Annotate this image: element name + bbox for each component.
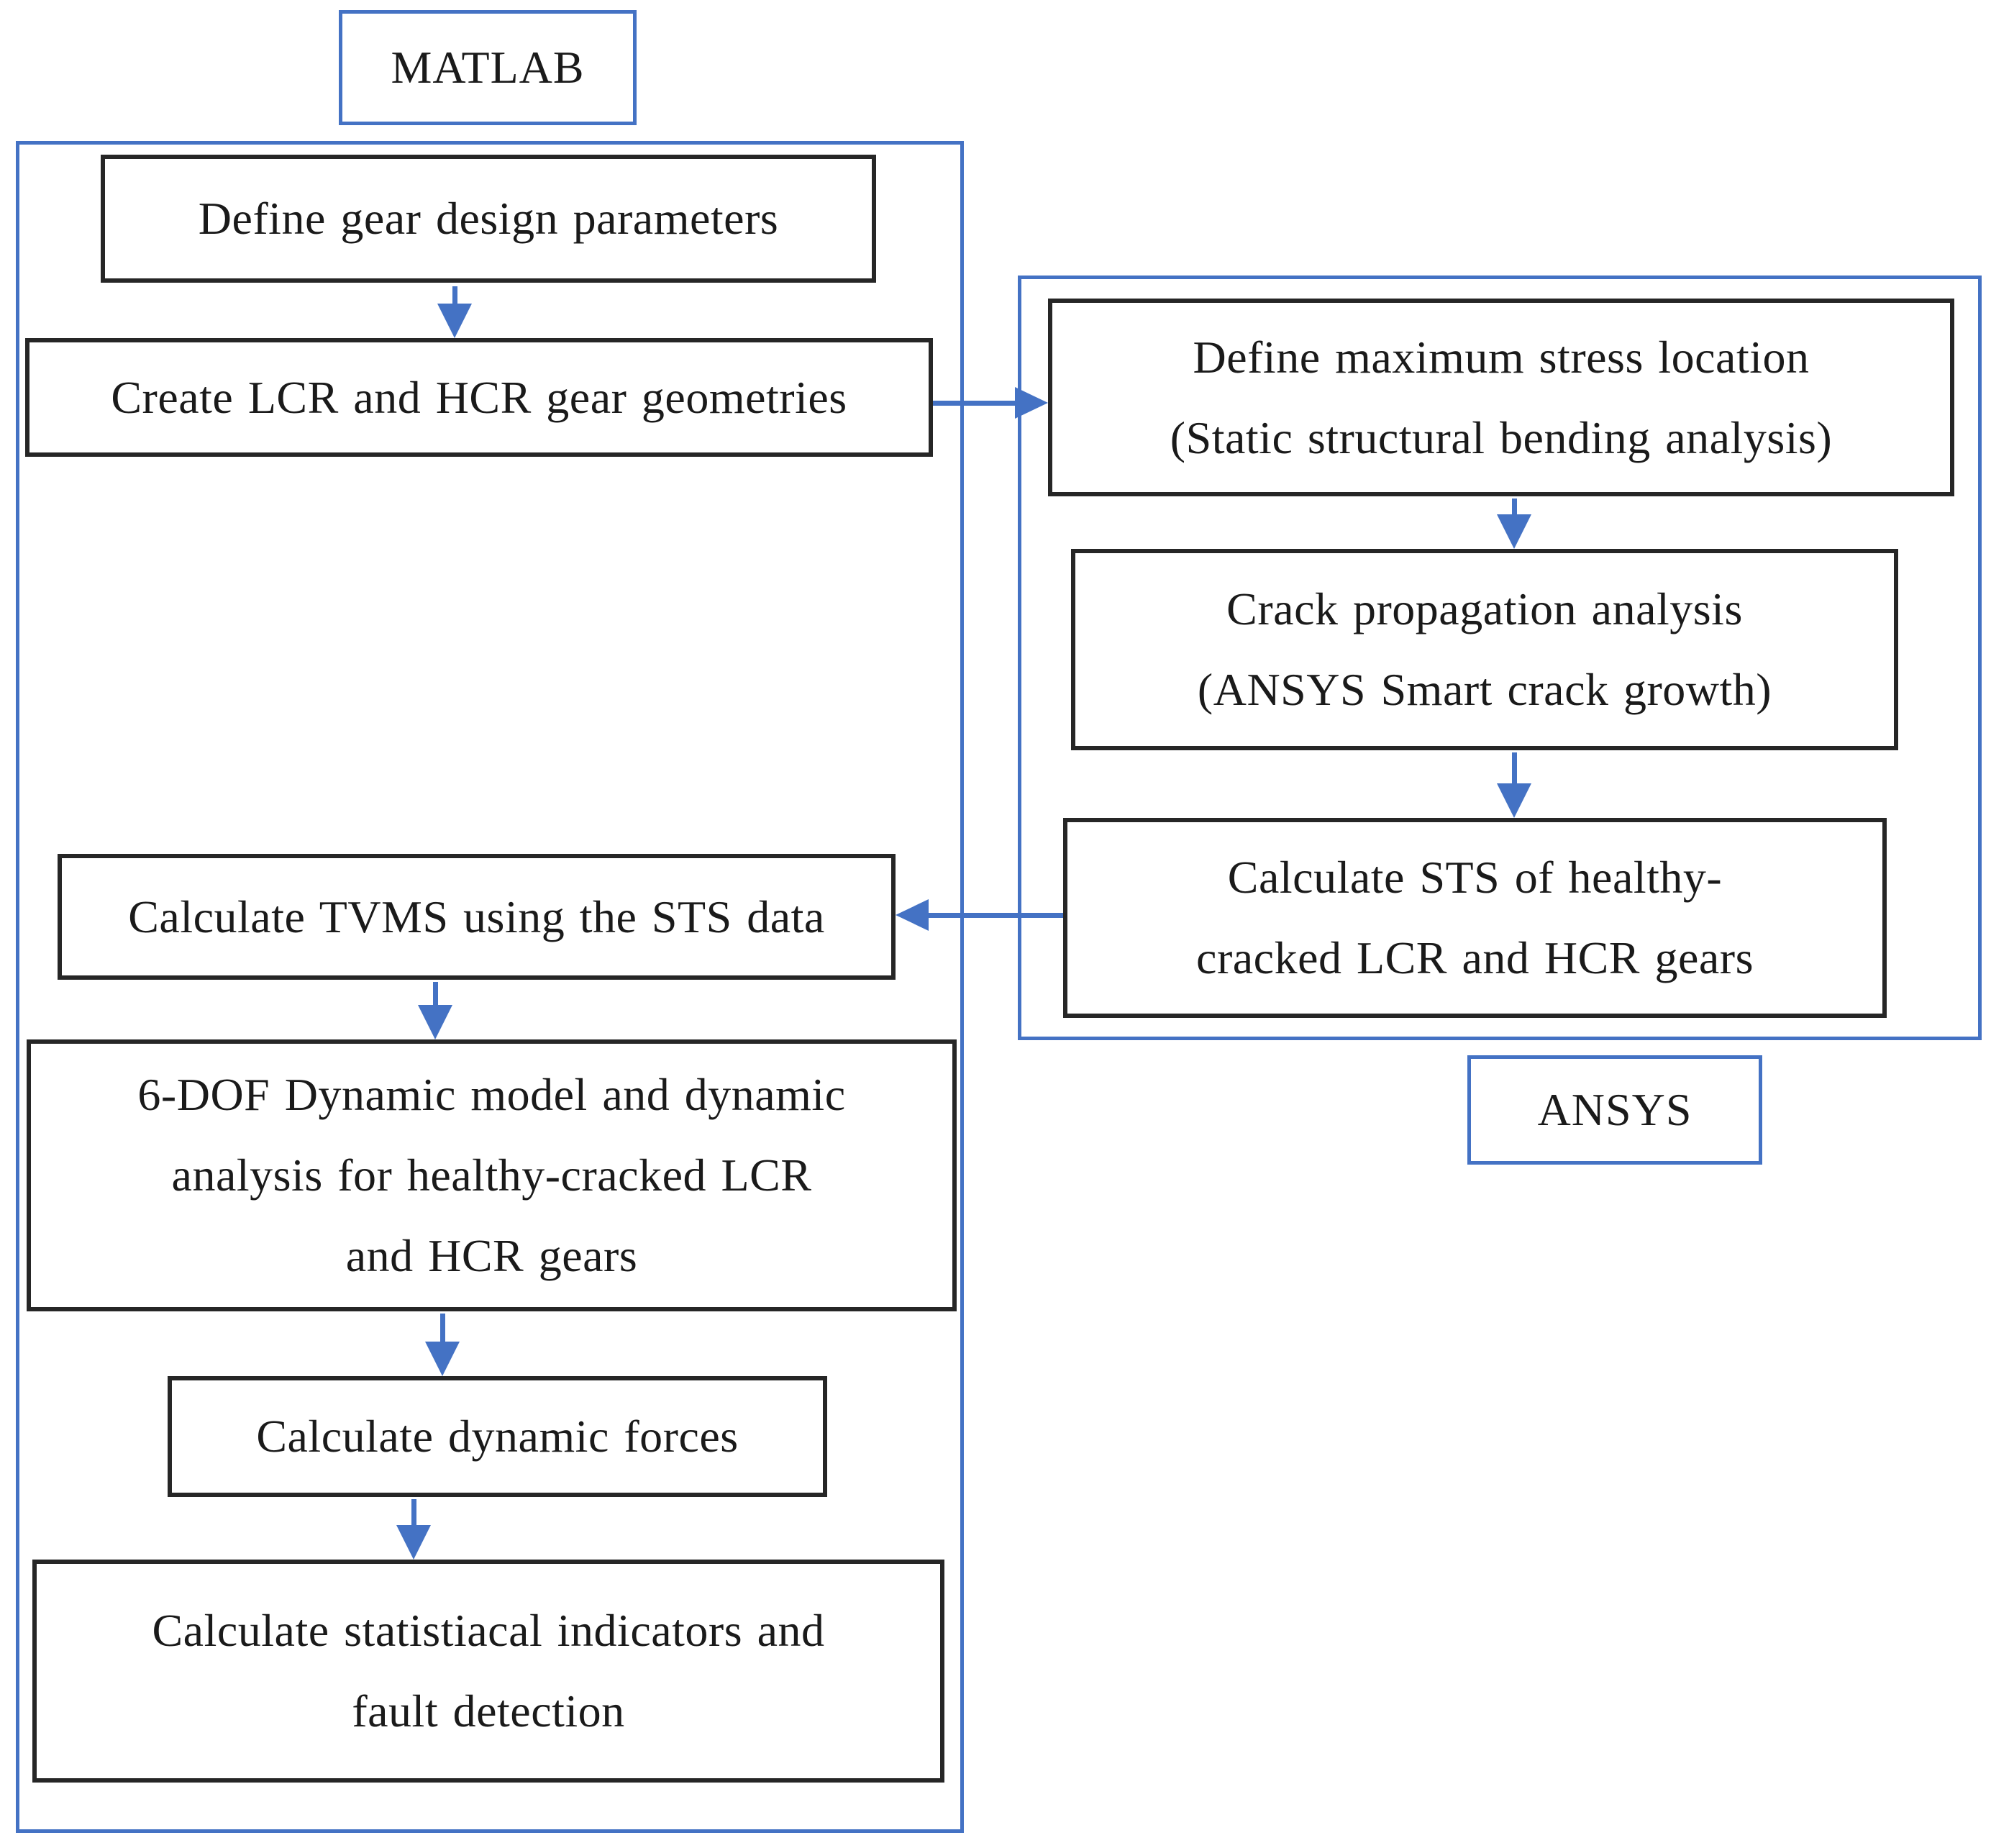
step-calculate-tvms-sts-data: Calculate TVMS using the STS data xyxy=(58,854,896,980)
step-create-lcr-hcr-gear-geometries: Create LCR and HCR gear geometries xyxy=(25,338,933,457)
arrow-shaft xyxy=(411,1499,416,1528)
matlab-region-container xyxy=(16,141,964,1833)
arrow-shaft xyxy=(432,982,438,1008)
arrow-geometries-to-stress-location xyxy=(933,387,1048,419)
arrow-shaft xyxy=(439,1314,445,1344)
arrow-tvms-to-6dof-model xyxy=(418,982,452,1039)
arrow-sts-to-tvms xyxy=(896,899,1063,931)
arrow-stress-location-to-crack-propagation xyxy=(1497,499,1531,549)
arrow-shaft xyxy=(926,912,1063,918)
step-6dof-dynamic-model-analysis: 6-DOF Dynamic model and dynamic analysis… xyxy=(27,1039,957,1311)
arrow-crack-propagation-to-calculate-sts xyxy=(1497,752,1531,818)
arrow-down-icon xyxy=(425,1342,460,1376)
step-crack-propagation-analysis: Crack propagation analysis (ANSYS Smart … xyxy=(1071,549,1898,750)
arrow-shaft xyxy=(1511,752,1517,786)
ansys-region-container xyxy=(1018,276,1982,1040)
ansys-region-label: ANSYS xyxy=(1537,1084,1692,1135)
arrow-6dof-model-to-dynamic-forces xyxy=(425,1314,460,1376)
arrow-shaft xyxy=(452,286,457,306)
step-calculate-sts-healthy-cracked-gears: Calculate STS of healthy- cracked LCR an… xyxy=(1063,818,1887,1018)
matlab-region-label: MATLAB xyxy=(391,42,585,93)
step-calculate-dynamic-forces: Calculate dynamic forces xyxy=(168,1376,827,1497)
arrow-left-icon xyxy=(896,899,929,931)
matlab-region-label-box: MATLAB xyxy=(339,10,637,125)
arrow-shaft xyxy=(933,400,1018,406)
arrow-define-params-to-create-geometries xyxy=(437,286,472,338)
arrow-down-icon xyxy=(396,1525,431,1560)
arrow-down-icon xyxy=(437,304,472,338)
arrow-down-icon xyxy=(1497,514,1531,549)
step-calculate-statistical-indicators-fault-detection: Calculate statistiacal indicators and fa… xyxy=(32,1560,944,1783)
step-define-gear-design-parameters: Define gear design parameters xyxy=(101,155,876,283)
step-define-maximum-stress-location: Define maximum stress location (Static s… xyxy=(1048,299,1954,496)
arrow-down-icon xyxy=(418,1005,452,1039)
arrow-dynamic-forces-to-statistical-indicators xyxy=(396,1499,431,1560)
arrow-right-icon xyxy=(1015,387,1048,419)
ansys-region-label-box: ANSYS xyxy=(1467,1055,1762,1165)
arrow-down-icon xyxy=(1497,783,1531,818)
arrow-shaft xyxy=(1511,499,1517,517)
